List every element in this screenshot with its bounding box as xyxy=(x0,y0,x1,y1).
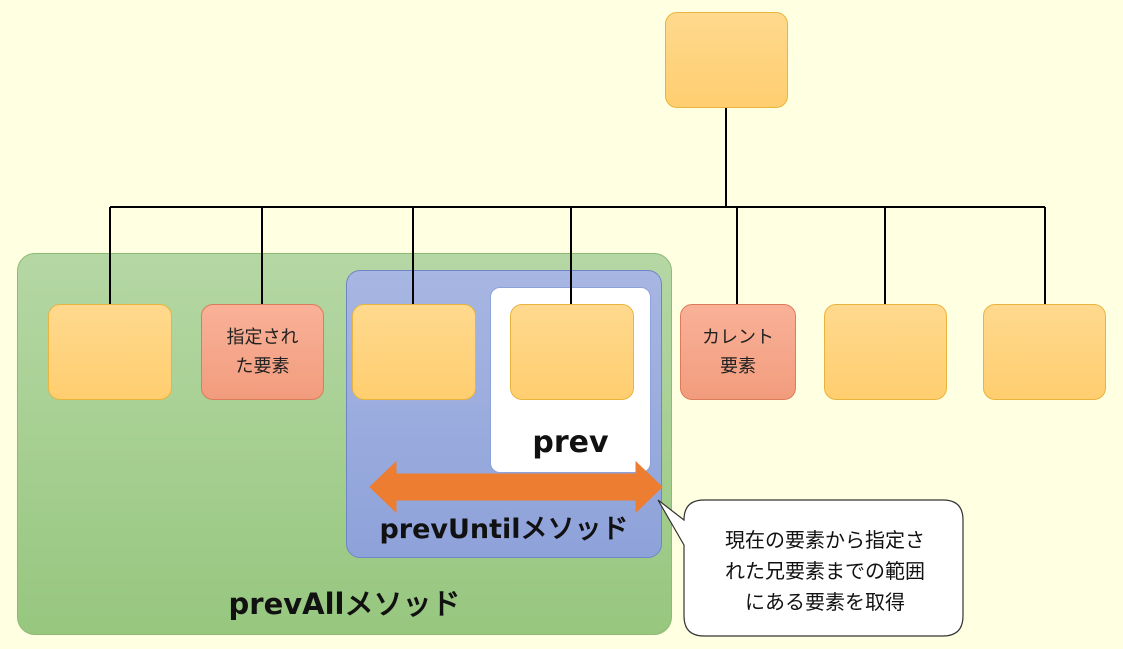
parent-node xyxy=(665,12,788,108)
sibling-node-1 xyxy=(48,304,172,400)
callout-bubble xyxy=(657,499,964,637)
tree-connectors xyxy=(109,107,1046,304)
current-element-label: カレント 要素 xyxy=(702,327,774,377)
prev-all-label: prevAllメソッド xyxy=(228,587,461,621)
prev-until-label: prevUntilメソッド xyxy=(379,514,629,545)
sibling-node-3 xyxy=(352,304,476,400)
sibling-node-7 xyxy=(983,304,1106,400)
double-arrow xyxy=(369,460,663,514)
prev-label: prev xyxy=(532,425,609,460)
current-element-node: カレント 要素 xyxy=(680,304,796,400)
callout-text: 現在の要素から指定さ れた兄要素までの範囲 にある要素を取得 xyxy=(725,527,925,614)
specified-element-label: 指定され た要素 xyxy=(226,327,299,377)
specified-element-node: 指定され た要素 xyxy=(201,304,324,400)
sibling-node-6 xyxy=(824,304,947,400)
prev-sibling-node xyxy=(510,304,634,400)
